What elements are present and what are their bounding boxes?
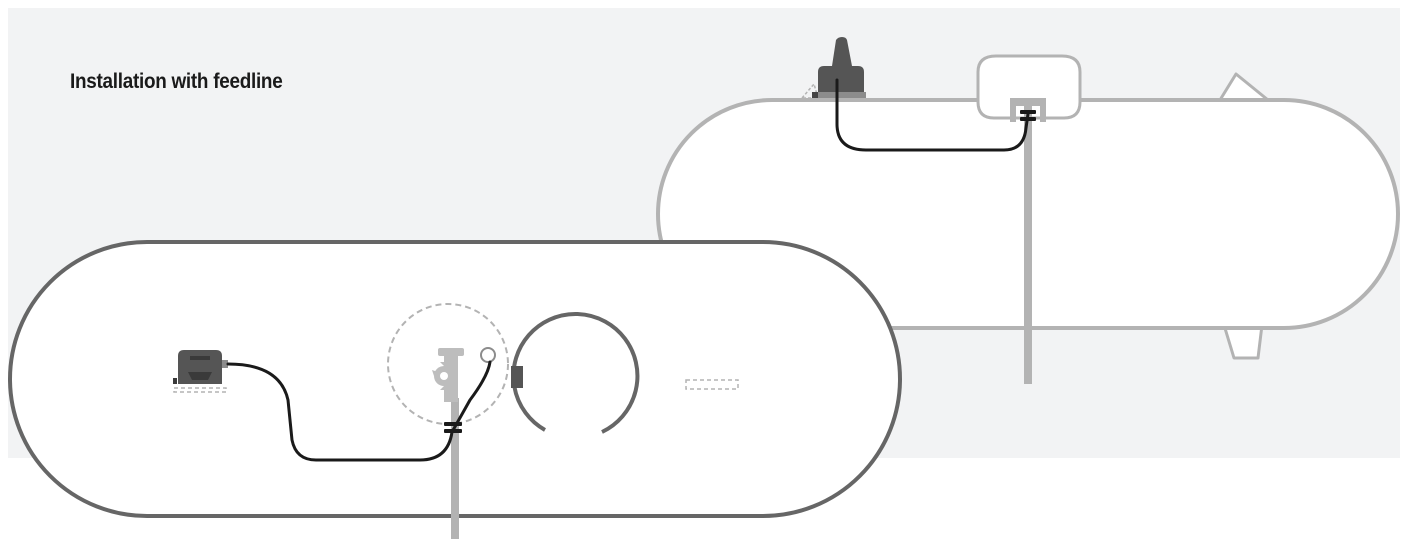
underground-dip-tube (451, 398, 459, 539)
float-gauge-sensor (511, 366, 523, 388)
cable-clamp-aboveground (1020, 110, 1036, 121)
placeholder-outline (685, 379, 739, 390)
tank-lifting-lug (1218, 72, 1270, 102)
feedline-cable-underground (226, 360, 492, 462)
diagram-title: Installation with feedline (70, 70, 283, 93)
cable-clamp-underground (444, 422, 462, 433)
tank-dip-tube (1024, 104, 1032, 384)
tank-gauge-fitting (1010, 98, 1046, 122)
cell-antenna-icon (800, 37, 866, 99)
feedline-cable-aboveground (835, 78, 1030, 152)
gauge-port-icon (480, 347, 496, 363)
gateway-device-icon (173, 350, 228, 393)
service-valve-icon (432, 348, 464, 402)
underground-tank (8, 240, 902, 539)
float-gauge-ring (511, 311, 640, 434)
tank-dome-cover (976, 54, 1082, 120)
